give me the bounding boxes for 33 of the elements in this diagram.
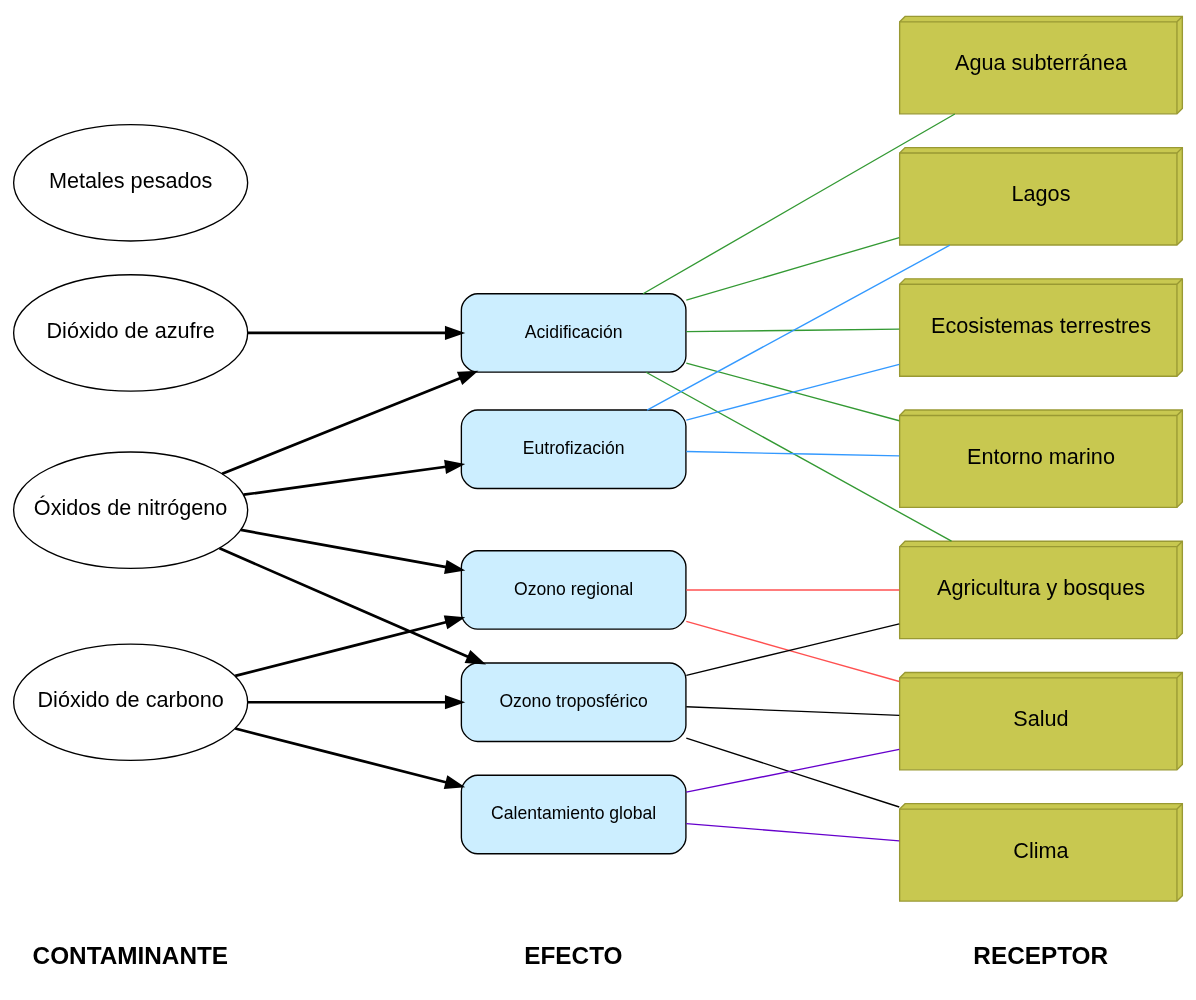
- node-box: Acidificación: [460, 293, 687, 373]
- arrow: [247, 695, 466, 710]
- arrow: [221, 370, 479, 476]
- connector: [685, 748, 900, 793]
- node-ellipse: Metales pesados: [12, 123, 249, 242]
- connector: [685, 589, 900, 591]
- arrow: [247, 325, 466, 341]
- arrow: [234, 615, 466, 678]
- node-box: Ozono troposférico: [460, 662, 687, 743]
- connector: [646, 244, 951, 411]
- connector: [642, 113, 956, 295]
- node-ellipse: Dióxido de carbono: [12, 643, 249, 762]
- connector: [685, 328, 900, 333]
- connector: [685, 706, 900, 717]
- connector: [685, 822, 900, 842]
- arrow: [234, 727, 466, 790]
- node-box: Ozono regional: [460, 550, 687, 630]
- label: RECEPTOR: [973, 941, 1109, 969]
- node-box: Calentamiento global: [460, 774, 687, 855]
- node-ellipse: Dióxido de azufre: [12, 274, 249, 392]
- connector: [645, 371, 953, 542]
- label: EFECTO: [524, 941, 623, 969]
- label: CONTAMINANTE: [32, 941, 229, 969]
- arrow: [240, 528, 466, 574]
- node-ellipse: Óxidos de nitrógeno: [12, 451, 249, 569]
- connector: [685, 236, 900, 301]
- arrow: [218, 547, 487, 665]
- node-box: Eutrofización: [460, 409, 687, 490]
- connector: [685, 620, 900, 683]
- arrow: [243, 459, 466, 497]
- connector: [685, 737, 900, 808]
- connector: [685, 623, 900, 676]
- connector: [685, 450, 900, 457]
